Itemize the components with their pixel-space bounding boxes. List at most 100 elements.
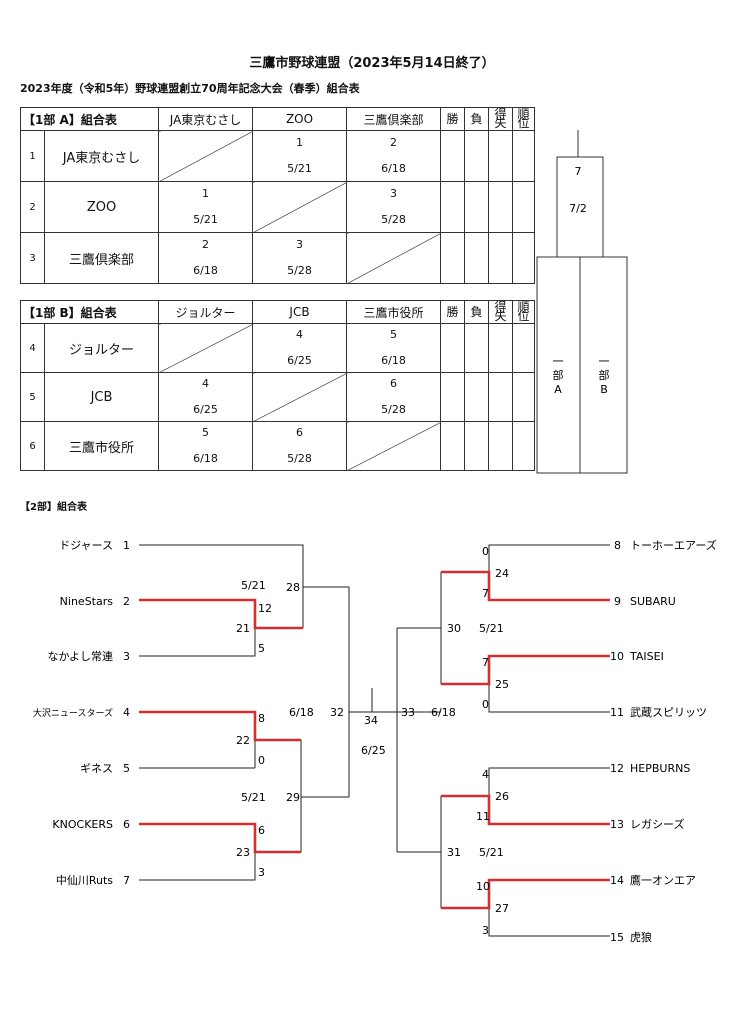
division2-label: 【2部】組合表 [20,502,87,513]
group-b-label: 【1部 B】組合表 [20,300,159,324]
match-cell: 6 5/28 [252,421,347,471]
game-number: 6 [390,377,397,390]
team-no: 9 [614,595,621,608]
diff-cell [488,181,514,233]
game-date: 5/21 [479,622,504,635]
team-no: 13 [610,818,624,831]
losses-cell [464,421,489,471]
col-header-losses: 負 [464,107,490,131]
team-no: 14 [610,874,624,887]
wins-cell [440,421,465,471]
team-name: JCB [44,372,159,422]
team-name: HEPBURNS [630,762,690,775]
diagonal-cell [346,421,441,471]
game-number: 32 [330,706,344,719]
game-number: 34 [364,714,378,727]
game-number: 6 [296,426,303,439]
game-date: 6/18 [381,162,406,175]
game-date: 5/21 [193,213,218,226]
score: 22 [236,734,250,747]
game-number: 5 [390,328,397,341]
wins-cell [440,181,466,233]
game-number: 6 [258,824,265,837]
game-date: 5/21 [479,846,504,859]
diagonal-cell [252,181,348,233]
rank-cell [512,232,536,284]
col-header-diff: 得失 [488,300,513,324]
rank-cell [512,421,535,471]
score: 10 [476,880,490,893]
team-name: 中仙川Ruts [56,874,113,887]
diagonal-cell [252,372,347,422]
diff-cell [488,232,514,284]
team-no: 10 [610,650,624,663]
game-number: 12 [258,602,272,615]
team-no: 6 [123,818,130,831]
col-header: JCB [252,300,347,324]
score: 0 [258,754,265,767]
wins-cell [440,130,466,182]
game-number: 1 [202,187,210,200]
game-date: 6/25 [287,354,312,367]
game-number: 29 [286,791,300,804]
diff-cell [488,130,514,182]
match-cell: 5 6/18 [158,421,253,471]
team-no: 11 [610,706,624,719]
score: 23 [236,846,250,859]
diff-cell [488,421,513,471]
team-name: KNOCKERS [52,818,113,831]
diff-cell [488,323,513,373]
game-date: 6/18 [381,354,406,367]
team-no: 2 [123,595,130,608]
score: 21 [236,622,250,635]
team-no: 3 [123,650,130,663]
division2-bracket: ドジャース 1 NineStars 2 なかよし常連 3 大沢ニュースターズ 4… [33,538,717,944]
game-date: 6/18 [193,452,218,465]
game-number: 1 [296,136,304,149]
game-date: 5/28 [381,213,406,226]
game-date: 6/18 [289,706,314,719]
game-date: 5/28 [381,403,406,416]
game-number: 26 [495,790,509,803]
group-b-table: 【1部 B】組合表 ジョルター JCB 三鷹市役所 勝 負 得失 順位 4 ジョ… [20,300,535,471]
game-number: 5 [202,426,209,439]
game-date: 5/28 [287,452,312,465]
losses-cell [464,323,489,373]
game-number: 27 [495,902,509,915]
team-no: 15 [610,931,624,944]
diagonal-cell [346,232,442,284]
wins-cell [440,323,465,373]
wins-cell [440,372,465,422]
team-name: ドジャース [59,539,113,552]
match-cell: 6 5/28 [346,372,441,422]
score: 0 [482,698,489,711]
team-no: 5 [123,762,130,775]
col-header: 三鷹倶楽部 [346,107,442,131]
team-no: 2 [20,181,45,233]
col-header: JA東京むさし [158,107,254,131]
col-header-diff: 得失 [488,107,514,131]
game-number: 33 [401,706,415,719]
diff-cell [488,372,513,422]
game-number: 28 [286,581,300,594]
team-name: ギネス [80,762,113,775]
team-no: 8 [614,539,621,552]
team-no: 4 [20,323,45,373]
game-number: 3 [296,238,304,251]
final-game-number: 7 [575,165,582,178]
team-no: 12 [610,762,624,775]
game-number: 30 [447,622,461,635]
team-name: ジョルター [44,323,159,373]
game-number: 31 [447,846,461,859]
col-header-rank: 順位 [512,107,536,131]
match-cell: 5 6/18 [346,323,441,373]
team-name: 鷹一オンエア [630,873,696,887]
